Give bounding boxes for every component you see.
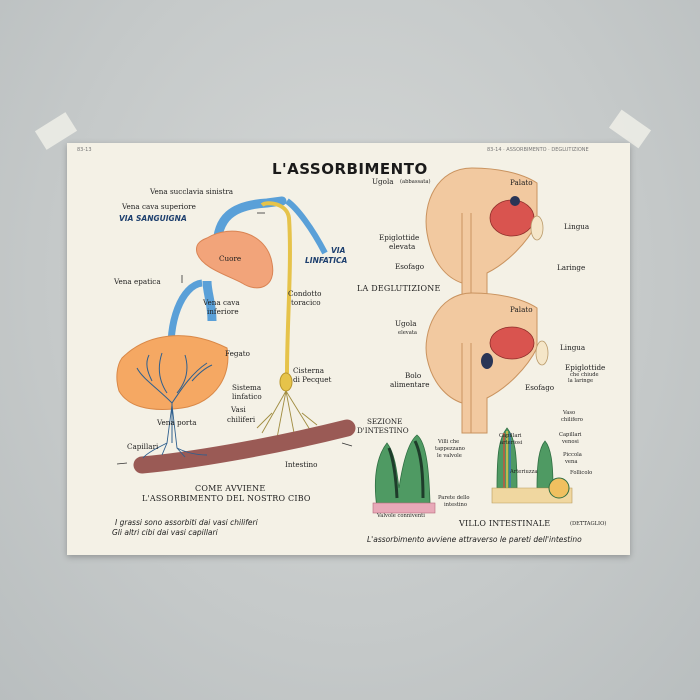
print-code-left: 83-13 xyxy=(77,147,92,153)
label-condotto-1: Condotto xyxy=(288,289,322,298)
label-parete-2: intestino xyxy=(444,502,468,508)
label-fegato: Fegato xyxy=(225,349,250,358)
liver-shape xyxy=(116,335,229,410)
label-lingua-top: Lingua xyxy=(564,222,590,231)
label-follicolo: Follicolo xyxy=(570,470,593,476)
label-esofago-bottom: Esofago xyxy=(525,383,555,392)
print-code-right: 83-14 · ASSORBIMENTO · DEGLUTIZIONE xyxy=(487,147,589,153)
villo-title: VILLO INTESTINALE xyxy=(459,519,551,528)
label-esofago-top: Esofago xyxy=(395,262,425,271)
label-vasi-2: chiliferi xyxy=(227,415,256,424)
label-ugola-bottom-note: elevata xyxy=(398,330,417,336)
intestine-tube xyxy=(133,419,356,474)
label-vena-cava-sup: Vena cava superiore xyxy=(122,202,196,211)
label-sistema-1: Sistema xyxy=(232,383,262,392)
label-arteriuzza: Arteriuzza xyxy=(510,469,538,475)
vasi-chiliferi-branches xyxy=(256,390,318,439)
label-capillari: Capillari xyxy=(127,442,159,451)
label-parete-1: Parete dello xyxy=(438,495,470,501)
label-via-linfatica-1: VIA xyxy=(331,246,346,255)
label-intestino: Intestino xyxy=(285,460,318,469)
label-vena-cava-inf-2: inferiore xyxy=(207,307,239,316)
note-left-2: Gli altri cibi dai vasi capillari xyxy=(112,528,218,537)
caption-main-2: L'ASSORBIMENTO DEL NOSTRO CIBO xyxy=(142,494,311,503)
vena-cava-inferiore xyxy=(202,280,217,322)
label-epiglottide-top-1: Epiglottide xyxy=(379,233,420,242)
swallow-bottom-drawing xyxy=(425,292,549,434)
label-via-sanguigna: VIA SANGUIGNA xyxy=(119,214,187,223)
villo-title-note: (DETTAGLIO) xyxy=(570,521,607,527)
label-cap-ven-2: venosi xyxy=(562,439,579,445)
poster-illustrations xyxy=(116,167,573,514)
label-condotto-2: toracico xyxy=(291,298,321,307)
label-epiglottide-bottom-3: la laringe xyxy=(568,378,594,384)
label-palato-bottom: Palato xyxy=(510,305,533,314)
label-ugola-bottom: Ugola xyxy=(395,319,417,328)
liver-veins xyxy=(136,352,213,443)
swallow-top-drawing xyxy=(425,167,544,304)
label-vena-succlavia: Vena succlavia sinistra xyxy=(150,187,234,196)
note-bottom: L'assorbimento avviene attraverso le par… xyxy=(367,535,582,544)
heart-shape xyxy=(196,230,274,289)
label-sezione-2: D'INTESTINO xyxy=(357,426,409,435)
label-cisterna-2: di Pecquet xyxy=(293,375,332,384)
label-vena-epatica: Vena epatica xyxy=(114,277,161,286)
label-sistema-2: linfatico xyxy=(232,392,262,401)
deglutizione-title: LA DEGLUTIZIONE xyxy=(357,284,441,293)
label-cisterna-1: Cisterna xyxy=(293,366,324,375)
label-ugola-top-note: (abbassata) xyxy=(400,179,431,185)
label-piccola-1: Piccola xyxy=(563,452,582,458)
label-cap-art-1: Capillari xyxy=(499,433,522,439)
label-palato-top: Palato xyxy=(510,178,533,187)
label-epiglottide-bottom-2: che chiude xyxy=(570,372,599,378)
label-sezione-1: SEZIONE xyxy=(367,417,403,426)
label-valvole: Valvole conniventi xyxy=(377,513,425,519)
label-piccola-2: vena xyxy=(565,459,578,465)
via-linfatica-vessel xyxy=(285,198,328,255)
label-vaso-1: Vaso xyxy=(563,410,576,416)
label-laringe-top: Laringe xyxy=(557,263,586,272)
label-villi-3: le valvole xyxy=(437,453,462,459)
label-cap-ven-1: Capillari xyxy=(559,432,582,438)
label-bolo-2: alimentare xyxy=(390,380,430,389)
villus-drawing xyxy=(491,427,573,504)
label-epiglottide-bottom-1: Epiglottide xyxy=(565,363,606,372)
intestine-capillaries xyxy=(142,404,208,459)
label-ugola-top: Ugola xyxy=(372,177,394,186)
label-cap-art-2: arteriosi xyxy=(500,440,523,446)
label-vena-cava-inf-1: Vena cava xyxy=(203,298,240,307)
note-left-1: I grassi sono assorbiti dai vasi chilife… xyxy=(115,518,258,527)
cisterna-pecquet xyxy=(279,372,293,392)
caption-main-1: COME AVVIENE xyxy=(195,484,266,493)
label-vaso-2: chilifero xyxy=(561,417,583,423)
label-vena-porta: Vena porta xyxy=(157,418,197,427)
label-epiglottide-top-2: elevata xyxy=(389,242,416,251)
flow-arrows xyxy=(116,212,353,465)
poster-title: L'ASSORBIMENTO xyxy=(272,160,428,178)
condotto-toracico xyxy=(260,201,292,374)
label-vasi-1: Vasi xyxy=(231,405,246,414)
label-villi-2: tappezzano xyxy=(435,446,465,452)
label-lingua-bottom: Lingua xyxy=(560,343,586,352)
intestine-section-drawing xyxy=(372,434,436,514)
anatomy-poster: 83-13 83-14 · ASSORBIMENTO · DEGLUTIZION… xyxy=(67,143,630,555)
label-bolo-1: Bolo xyxy=(405,371,422,380)
label-via-linfatica-2: LINFATICA xyxy=(305,256,348,265)
label-villi-1: Villi che xyxy=(438,439,460,445)
label-cuore: Cuore xyxy=(219,254,242,263)
